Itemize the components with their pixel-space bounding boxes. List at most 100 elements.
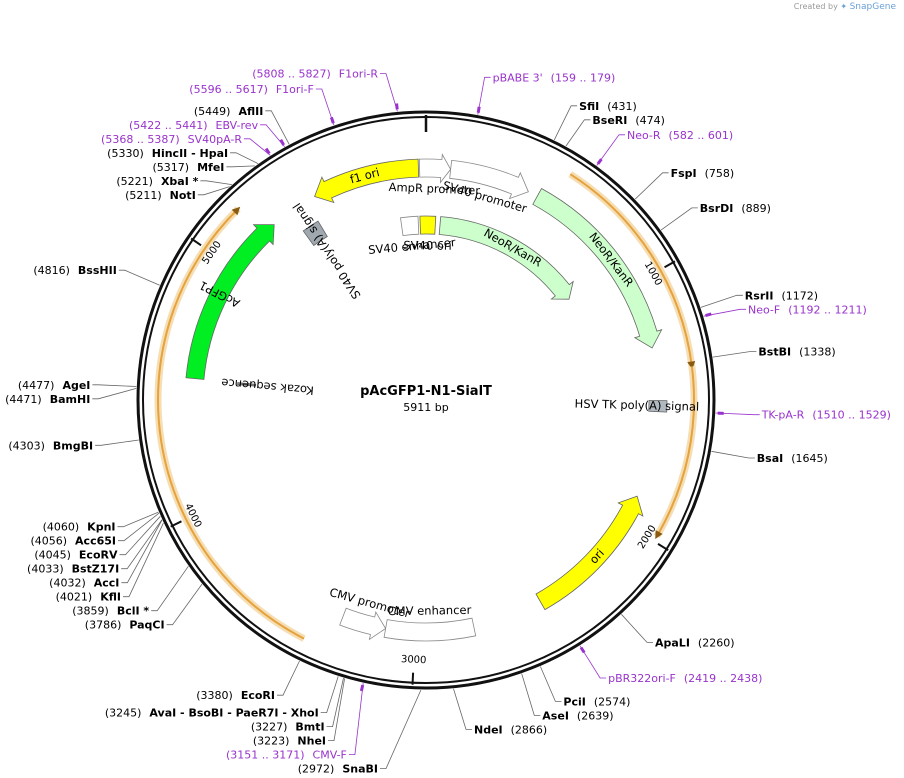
primer-label: Neo-F(1192 .. 1211) xyxy=(748,303,867,316)
primer-neo-f[interactable]: Neo-F(1192 .. 1211) xyxy=(703,303,867,318)
feature-hsv-tk-poly-a-signal[interactable]: HSV TK poly(A) signal xyxy=(574,396,699,413)
enzyme-site-bcli[interactable]: (3859)BclI * xyxy=(72,565,189,618)
enzyme-name: AccI xyxy=(94,577,120,590)
leader-line xyxy=(621,614,653,643)
feature-sv40-poly-a-signal[interactable]: SV40 poly(A) signal xyxy=(290,200,364,301)
feature-acgfp1[interactable]: AcGFP1 xyxy=(185,224,275,380)
primer-f1ori-r[interactable]: (5808 .. 5827)F1ori-R xyxy=(252,68,399,112)
enzyme-site-bsshii[interactable]: (4816)BssHII xyxy=(33,264,160,286)
feature-ori[interactable]: ori xyxy=(535,495,644,611)
enzyme-site-nhei[interactable]: (3223)NheI xyxy=(253,678,345,748)
enzyme-site-paqci[interactable]: (3786)PaqCI xyxy=(85,583,203,632)
enzyme-site-noti[interactable]: (5211)NotI xyxy=(125,186,230,202)
enzyme-name: AflII xyxy=(238,105,263,118)
enzyme-position: (2574) xyxy=(594,695,631,708)
enzyme-label: FspI(758) xyxy=(671,167,735,180)
enzyme-site-avai-bsobi-paer7i-xhoi[interactable]: (3245)AvaI - BsoBI - PaeR7I - XhoI xyxy=(105,676,339,720)
enzyme-site-kfli[interactable]: (4021)KflI xyxy=(56,522,164,604)
feature-shape[interactable] xyxy=(449,159,529,200)
feature-f1-ori[interactable]: f1 ori xyxy=(314,158,420,204)
enzyme-site-pcii[interactable]: PciI (2574) xyxy=(540,666,631,709)
enzyme-site-bstbi[interactable]: BstBI(1338) xyxy=(712,346,836,359)
primer-range: (159 .. 179) xyxy=(551,71,616,84)
enzyme-site-kpni[interactable]: (4060)KpnI xyxy=(43,511,159,534)
feature-label: SV40 poly(A) signal xyxy=(290,200,364,301)
enzyme-position: (4060) xyxy=(43,521,80,534)
enzyme-site-bmgbi[interactable]: (4303)BmgBI xyxy=(8,439,139,452)
label-layer: pBABE 3'(159 .. 179)SfiI(431)BseRI(474)N… xyxy=(5,68,891,776)
enzyme-position: (4477) xyxy=(18,379,55,392)
feature-shape[interactable] xyxy=(418,153,452,184)
primer-ebv-rev[interactable]: (5422 .. 5441)EBV-rev xyxy=(129,119,285,148)
enzyme-position: (3380) xyxy=(196,689,233,702)
feature-cmv-enhancer[interactable]: CMV enhancer xyxy=(383,603,477,642)
feature-shape[interactable] xyxy=(532,187,663,349)
feature-shape[interactable] xyxy=(648,400,668,413)
enzyme-site-xbai[interactable]: (5221)XbaI * xyxy=(116,175,232,188)
feature-shape[interactable] xyxy=(237,382,257,387)
enzyme-site-agei[interactable]: (4477)AgeI xyxy=(18,379,137,392)
leader-line xyxy=(715,412,760,416)
feature-shape[interactable] xyxy=(535,495,644,611)
leader-line xyxy=(166,583,203,626)
enzyme-site-bseri[interactable]: BseRI(474) xyxy=(565,114,665,147)
enzyme-site-bamhi[interactable]: (4471)BamHI xyxy=(5,388,137,406)
enzyme-site-ecori[interactable]: (3380)EcoRI xyxy=(196,660,300,702)
enzyme-name: XbaI * xyxy=(161,175,199,188)
enzyme-site-sfii[interactable]: SfiI(431) xyxy=(553,100,637,141)
primer-tk-pa-r[interactable]: TK-pA-R(1510 .. 1529) xyxy=(715,409,891,422)
enzyme-site-aflii[interactable]: (5449)AflII xyxy=(194,105,290,145)
enzyme-name: BssHII xyxy=(78,264,117,277)
enzyme-site-hincii-hpai[interactable]: (5330)HincII - HpaI xyxy=(107,147,259,164)
feature-label: CMV promoter xyxy=(328,585,412,621)
primer-range: (5422 .. 5441) xyxy=(129,119,208,132)
enzyme-position: (2866) xyxy=(511,723,548,736)
enzyme-site-snabi[interactable]: (2972)SnaBI xyxy=(298,689,422,776)
enzyme-name: BstZ17I xyxy=(72,563,120,576)
feature-shape[interactable] xyxy=(302,220,328,247)
snapgene-logo-icon: ✦ xyxy=(840,2,848,11)
primer-pbr322ori-f[interactable]: pBR322ori-F(2419 .. 2438) xyxy=(579,645,762,685)
feature-ampr-promoter[interactable]: AmpR promoter xyxy=(388,153,481,198)
primer-neo-r[interactable]: Neo-R(582 .. 601) xyxy=(596,129,733,166)
primer-f1ori-f[interactable]: (5596 .. 5617)F1ori-F xyxy=(189,83,335,126)
enzyme-label: (3245)AvaI - BsoBI - PaeR7I - XhoI xyxy=(105,707,319,720)
feature-shape[interactable] xyxy=(314,158,420,204)
tick-mark xyxy=(190,237,202,247)
feature-shape[interactable] xyxy=(419,215,437,235)
enzyme-site-fspi[interactable]: FspI(758) xyxy=(634,167,735,200)
feature-neor-kanr[interactable]: NeoR/KanR xyxy=(438,216,574,300)
enzyme-site-asei[interactable]: AseI(2639) xyxy=(521,673,614,723)
feature-shape[interactable] xyxy=(400,215,420,237)
enzyme-site-ndei[interactable]: NdeI(2866) xyxy=(453,688,548,737)
enzyme-label: (3227)BmtI xyxy=(251,721,325,734)
enzyme-site-mfei[interactable]: (5317)MfeI xyxy=(153,161,255,174)
feature-shape[interactable] xyxy=(185,224,275,380)
feature-sv40-promoter[interactable]: SV40 promoter xyxy=(441,159,529,216)
feature-shape[interactable] xyxy=(339,607,387,641)
enzyme-site-bstz17i[interactable]: (4033)BstZ17I xyxy=(27,519,163,576)
tick-label: 3000 xyxy=(401,654,427,666)
feature-sv40-ori[interactable]: SV40 ori xyxy=(403,215,452,253)
enzyme-label: (4021)KflI xyxy=(56,591,121,604)
plasmid-name: pAcGFP1-N1-SialT xyxy=(360,384,492,399)
feature-shape[interactable] xyxy=(438,216,574,300)
enzyme-position: (4056) xyxy=(30,535,67,548)
enzyme-site-bmti[interactable]: (3227)BmtI xyxy=(251,677,344,734)
enzyme-name: BmgBI xyxy=(53,439,93,452)
enzyme-site-bsrdi[interactable]: BsrDI(889) xyxy=(660,202,771,231)
enzyme-position: (758) xyxy=(705,167,735,180)
enzyme-name: PciI xyxy=(563,695,585,708)
enzyme-site-acc65i[interactable]: (4056)Acc65I xyxy=(30,512,160,548)
enzyme-site-bsai[interactable]: BsaI(1645) xyxy=(711,450,828,465)
enzyme-site-rsrii[interactable]: RsrII(1172) xyxy=(700,289,818,308)
primer-cmv-f[interactable]: (3151 .. 3171)CMV-F xyxy=(226,683,365,762)
primer-pbabe-3[interactable]: pBABE 3'(159 .. 179) xyxy=(476,71,616,115)
feature-shape[interactable] xyxy=(383,617,477,642)
enzyme-position: (3223) xyxy=(253,735,290,748)
primer-sv40pa-r[interactable]: (5368 .. 5387)SV40pA-R xyxy=(101,133,271,156)
enzyme-site-acci[interactable]: (4032)AccI xyxy=(49,519,163,590)
enzyme-position: (4471) xyxy=(5,393,42,406)
enzyme-site-ecorv[interactable]: (4045)EcoRV xyxy=(34,516,161,562)
enzyme-site-apali[interactable]: ApaLI(2260) xyxy=(621,614,735,649)
